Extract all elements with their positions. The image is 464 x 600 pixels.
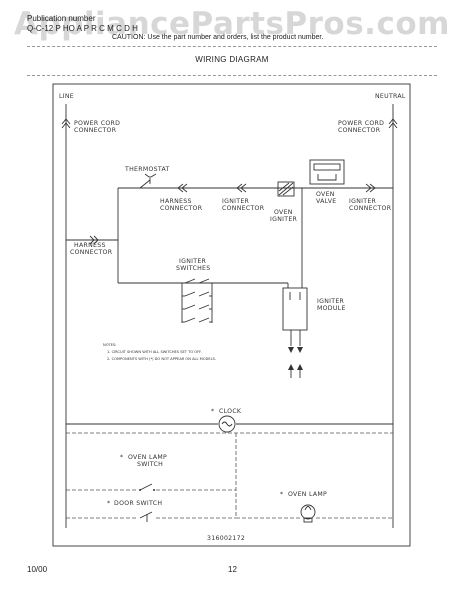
igniter-connector-left-symbol: [236, 183, 247, 193]
igniter-switches-1: IGNITER: [179, 258, 207, 265]
igniter-connector-left-2: CONNECTOR: [222, 205, 265, 212]
footer-page-number: 12: [228, 565, 237, 574]
oven-lamp-asterisk: *: [280, 491, 283, 498]
publication-number-label: Publication number: [27, 14, 96, 23]
harness-connector-top-symbol: [177, 183, 188, 193]
power-cord-left-2: CONNECTOR: [74, 127, 117, 134]
harness-top-2: CONNECTOR: [160, 205, 203, 212]
header-caution-line: CAUTION: Use the part number and orders,…: [112, 34, 324, 41]
oven-lamp-switch-1: OVEN LAMP: [128, 454, 167, 461]
door-switch-asterisk: *: [107, 500, 110, 507]
oven-valve-1: OVEN: [316, 191, 335, 198]
header-rule: [27, 46, 437, 47]
oven-valve-symbol: [309, 159, 345, 185]
power-cord-left-1: POWER CORD: [74, 120, 120, 127]
igniter-module-2: MODULE: [317, 305, 346, 312]
power-cord-right-1: POWER CORD: [338, 120, 384, 127]
module-output-arrows-top: [288, 347, 303, 353]
oven-igniter-2: IGNITER: [270, 216, 298, 223]
oven-lamp-switch-2: SWITCH: [137, 461, 163, 468]
oven-valve-2: VALVE: [316, 198, 336, 205]
notes-2: 2. COMPONENTS WITH (*) DO NOT APPEAR ON …: [107, 357, 216, 361]
door-switch-contact: [139, 511, 153, 519]
igniter-switches-2: SWITCHES: [176, 265, 211, 272]
title-rule: [27, 75, 437, 76]
oven-valve-inner-coil: [317, 174, 337, 181]
power-cord-connector-right-symbol: [388, 118, 398, 129]
igniter-connector-left-1: IGNITER: [222, 198, 250, 205]
door-switch-label: DOOR SWITCH: [114, 500, 162, 507]
power-cord-right-2: CONNECTOR: [338, 127, 381, 134]
harness-left-2: CONNECTOR: [70, 249, 113, 256]
diagram-part-number: 316002172: [207, 535, 245, 542]
diagram-frame: [52, 83, 411, 547]
igniter-connector-right-2: CONNECTOR: [349, 205, 392, 212]
igniter-connector-right-symbol: [365, 183, 376, 193]
neutral-label: NEUTRAL: [375, 93, 406, 100]
harness-top-1: HARNESS: [160, 198, 192, 205]
oven-lamp-label: OVEN LAMP: [288, 491, 327, 498]
clock-wave: [221, 421, 233, 427]
notes-heading: NOTES:: [103, 343, 116, 347]
oven-lamp-switch-asterisk: *: [120, 454, 123, 461]
diagram-title: WIRING DIAGRAM: [195, 55, 269, 64]
clock-symbol: [218, 415, 236, 433]
harness-connector-left-symbol: [89, 235, 99, 245]
oven-igniter-1: OVEN: [274, 209, 293, 216]
watermark-logo: AppliancePartsPros.com: [14, 6, 450, 42]
harness-left-1: HARNESS: [74, 242, 106, 249]
oven-lamp-switch-contact: [139, 483, 153, 491]
oven-igniter-symbol: [277, 181, 295, 197]
igniter-module-1: IGNITER: [317, 298, 345, 305]
clock-label: CLOCK: [219, 408, 242, 415]
igniter-module-symbol: [282, 287, 308, 331]
igniter-switch-bank: [182, 278, 212, 323]
oven-igniter-hatch: [278, 182, 294, 196]
line-label: LINE: [59, 93, 74, 100]
thermostat-label: THERMOSTAT: [124, 166, 170, 173]
thermostat-sense: [144, 173, 157, 178]
footer-date: 10/00: [27, 565, 48, 574]
oven-valve-inner-top: [313, 163, 341, 171]
igniter-connector-right-1: IGNITER: [349, 198, 377, 205]
header-model-line: Q-C-12 P HO A P R C M C D H: [27, 24, 138, 33]
notes-1: 1. CIRCUIT SHOWN WITH ALL SWITCHES SET T…: [107, 350, 202, 354]
oven-lamp-symbol: [300, 504, 316, 520]
power-cord-connector-left-symbol: [61, 118, 71, 129]
thermostat-contact: [139, 179, 151, 189]
clock-asterisk: *: [211, 408, 214, 415]
module-output-arrows-bottom: [288, 364, 303, 370]
oven-lamp-filament: [304, 506, 312, 511]
